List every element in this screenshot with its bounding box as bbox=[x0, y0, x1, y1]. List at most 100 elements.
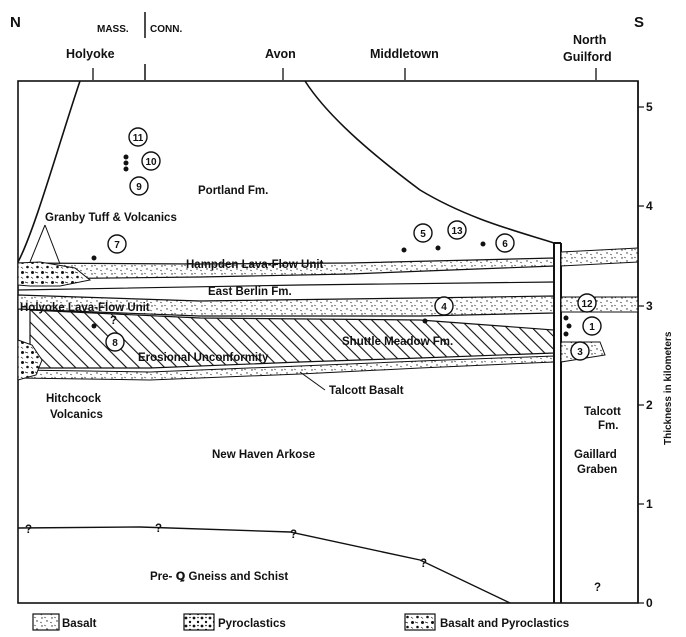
svg-text:4: 4 bbox=[441, 302, 447, 313]
label-shuttle-meadow: Shuttle Meadow Fm. bbox=[342, 336, 453, 348]
axis-tick-5: 5 bbox=[638, 100, 653, 114]
leader-line bbox=[29, 224, 46, 263]
state-line-left-label: MASS. bbox=[97, 24, 129, 35]
svg-text:6: 6 bbox=[502, 239, 508, 250]
svg-text:9: 9 bbox=[136, 182, 142, 193]
legend-pyroclastics: Pyroclastics bbox=[183, 613, 286, 631]
locality-marker-11: 11 bbox=[128, 127, 148, 147]
legend-basalt-and-pyroclastics: Basalt and Pyroclastics bbox=[404, 613, 569, 631]
locality-point bbox=[91, 255, 97, 261]
locality-marker-10: 10 bbox=[141, 151, 161, 171]
north-label: N bbox=[10, 14, 21, 31]
question-mark: ? bbox=[110, 315, 117, 327]
svg-text:3: 3 bbox=[646, 299, 653, 313]
label-portland-formation: Portland Fm. bbox=[198, 185, 268, 197]
leader-line bbox=[44, 224, 61, 265]
svg-text:1: 1 bbox=[589, 322, 595, 333]
question-mark: ? bbox=[420, 558, 427, 570]
town-avon: Avon bbox=[265, 47, 296, 61]
label-pre-triassic-gneiss: Pre- Ꝗ Gneiss and Schist bbox=[150, 571, 288, 583]
locality-marker-5: 5 bbox=[413, 223, 433, 243]
label-hitchcock-line1: Hitchcock bbox=[46, 393, 102, 405]
svg-text:10: 10 bbox=[145, 157, 157, 168]
svg-text:5: 5 bbox=[420, 229, 426, 240]
axis-tick-1: 1 bbox=[638, 497, 653, 511]
portland-formation-outline bbox=[17, 80, 555, 263]
legend-basalt: Basalt bbox=[32, 613, 97, 631]
legend-swatch-pyroclastics bbox=[183, 613, 215, 631]
town-north-guilford-line1: North bbox=[573, 33, 606, 47]
label-east-berlin: East Berlin Fm. bbox=[208, 286, 292, 298]
question-mark: ? bbox=[594, 582, 601, 594]
label-holyoke-lava-flow: Holyoke Lava-Flow Unit bbox=[20, 302, 150, 314]
locality-point bbox=[123, 166, 129, 172]
question-mark: ? bbox=[25, 524, 32, 536]
svg-text:8: 8 bbox=[112, 338, 118, 349]
locality-marker-4: 4 bbox=[434, 296, 454, 316]
label-gaillard-line1: Gaillard bbox=[574, 449, 617, 461]
legend-swatch-basalt-and-pyroclastics bbox=[404, 613, 436, 631]
locality-marker-13: 13 bbox=[447, 220, 467, 240]
state-line-right-label: CONN. bbox=[150, 24, 182, 35]
question-mark: ? bbox=[290, 529, 297, 541]
locality-point bbox=[123, 160, 129, 166]
locality-marker-3: 3 bbox=[570, 341, 590, 361]
pre-triassic-contact bbox=[17, 526, 511, 604]
locality-marker-1: 1 bbox=[582, 316, 602, 336]
leader-line bbox=[299, 371, 326, 391]
svg-text:2: 2 bbox=[646, 398, 653, 412]
svg-text:11: 11 bbox=[133, 133, 144, 144]
locality-marker-9: 9 bbox=[129, 176, 149, 196]
legend-label-basalt: Basalt bbox=[62, 618, 97, 630]
svg-text:3: 3 bbox=[577, 347, 583, 358]
question-mark: ? bbox=[155, 523, 162, 535]
axis-tick-0: 0 bbox=[638, 596, 653, 610]
locality-point bbox=[123, 154, 129, 160]
locality-point bbox=[422, 318, 428, 324]
svg-text:0: 0 bbox=[646, 596, 653, 610]
label-hitchcock-line2: Volcanics bbox=[50, 409, 103, 421]
label-talcott-fm-line2: Fm. bbox=[598, 420, 618, 432]
locality-point bbox=[563, 315, 569, 321]
locality-point bbox=[91, 323, 97, 329]
label-hampden-lava-flow: Hampden Lava-Flow Unit bbox=[186, 259, 324, 271]
locality-point bbox=[480, 241, 486, 247]
svg-text:13: 13 bbox=[451, 226, 463, 237]
legend-label-pyroclastics: Pyroclastics bbox=[218, 618, 286, 630]
locality-marker-6: 6 bbox=[495, 233, 515, 253]
locality-marker-7: 7 bbox=[107, 234, 127, 254]
legend-swatch-basalt bbox=[32, 613, 60, 631]
locality-point bbox=[435, 245, 441, 251]
axis-tick-2: 2 bbox=[638, 398, 653, 412]
locality-marker-8: 8 bbox=[105, 332, 125, 352]
town-middletown: Middletown bbox=[370, 47, 439, 61]
svg-text:5: 5 bbox=[646, 100, 653, 114]
granby-tuff-pyroclastics bbox=[17, 261, 92, 287]
locality-point bbox=[566, 323, 572, 329]
label-gaillard-line2: Graben bbox=[577, 464, 617, 476]
erosional-unconformity-hatch bbox=[29, 309, 555, 369]
locality-marker-12: 12 bbox=[577, 293, 597, 313]
graben-holyoke-layer bbox=[560, 296, 639, 313]
axis-tick-4: 4 bbox=[638, 199, 653, 213]
legend-label-basalt-and-pyroclastics: Basalt and Pyroclastics bbox=[440, 618, 569, 630]
axis-tick-3: 3 bbox=[638, 299, 653, 313]
svg-text:4: 4 bbox=[646, 199, 653, 213]
graben-upper-layer bbox=[560, 247, 639, 267]
east-berlin-formation-base bbox=[17, 281, 555, 291]
svg-text:7: 7 bbox=[114, 240, 120, 251]
town-north-guilford-line2: Guilford bbox=[563, 50, 612, 64]
svg-text:12: 12 bbox=[581, 299, 593, 310]
label-granby-tuff: Granby Tuff & Volcanics bbox=[45, 212, 177, 224]
hitchcock-volcanics-pyroclastics bbox=[17, 339, 43, 381]
thickness-axis-label: Thickness in kilometers bbox=[663, 331, 674, 445]
label-talcott-basalt: Talcott Basalt bbox=[329, 385, 404, 397]
town-holyoke: Holyoke bbox=[66, 47, 115, 61]
label-talcott-fm-line1: Talcott bbox=[584, 406, 621, 418]
locality-point bbox=[401, 247, 407, 253]
label-new-haven-arkose: New Haven Arkose bbox=[212, 449, 315, 461]
svg-text:1: 1 bbox=[646, 497, 653, 511]
locality-point bbox=[563, 331, 569, 337]
label-erosional-unconformity: Erosional Unconformity bbox=[138, 352, 269, 364]
